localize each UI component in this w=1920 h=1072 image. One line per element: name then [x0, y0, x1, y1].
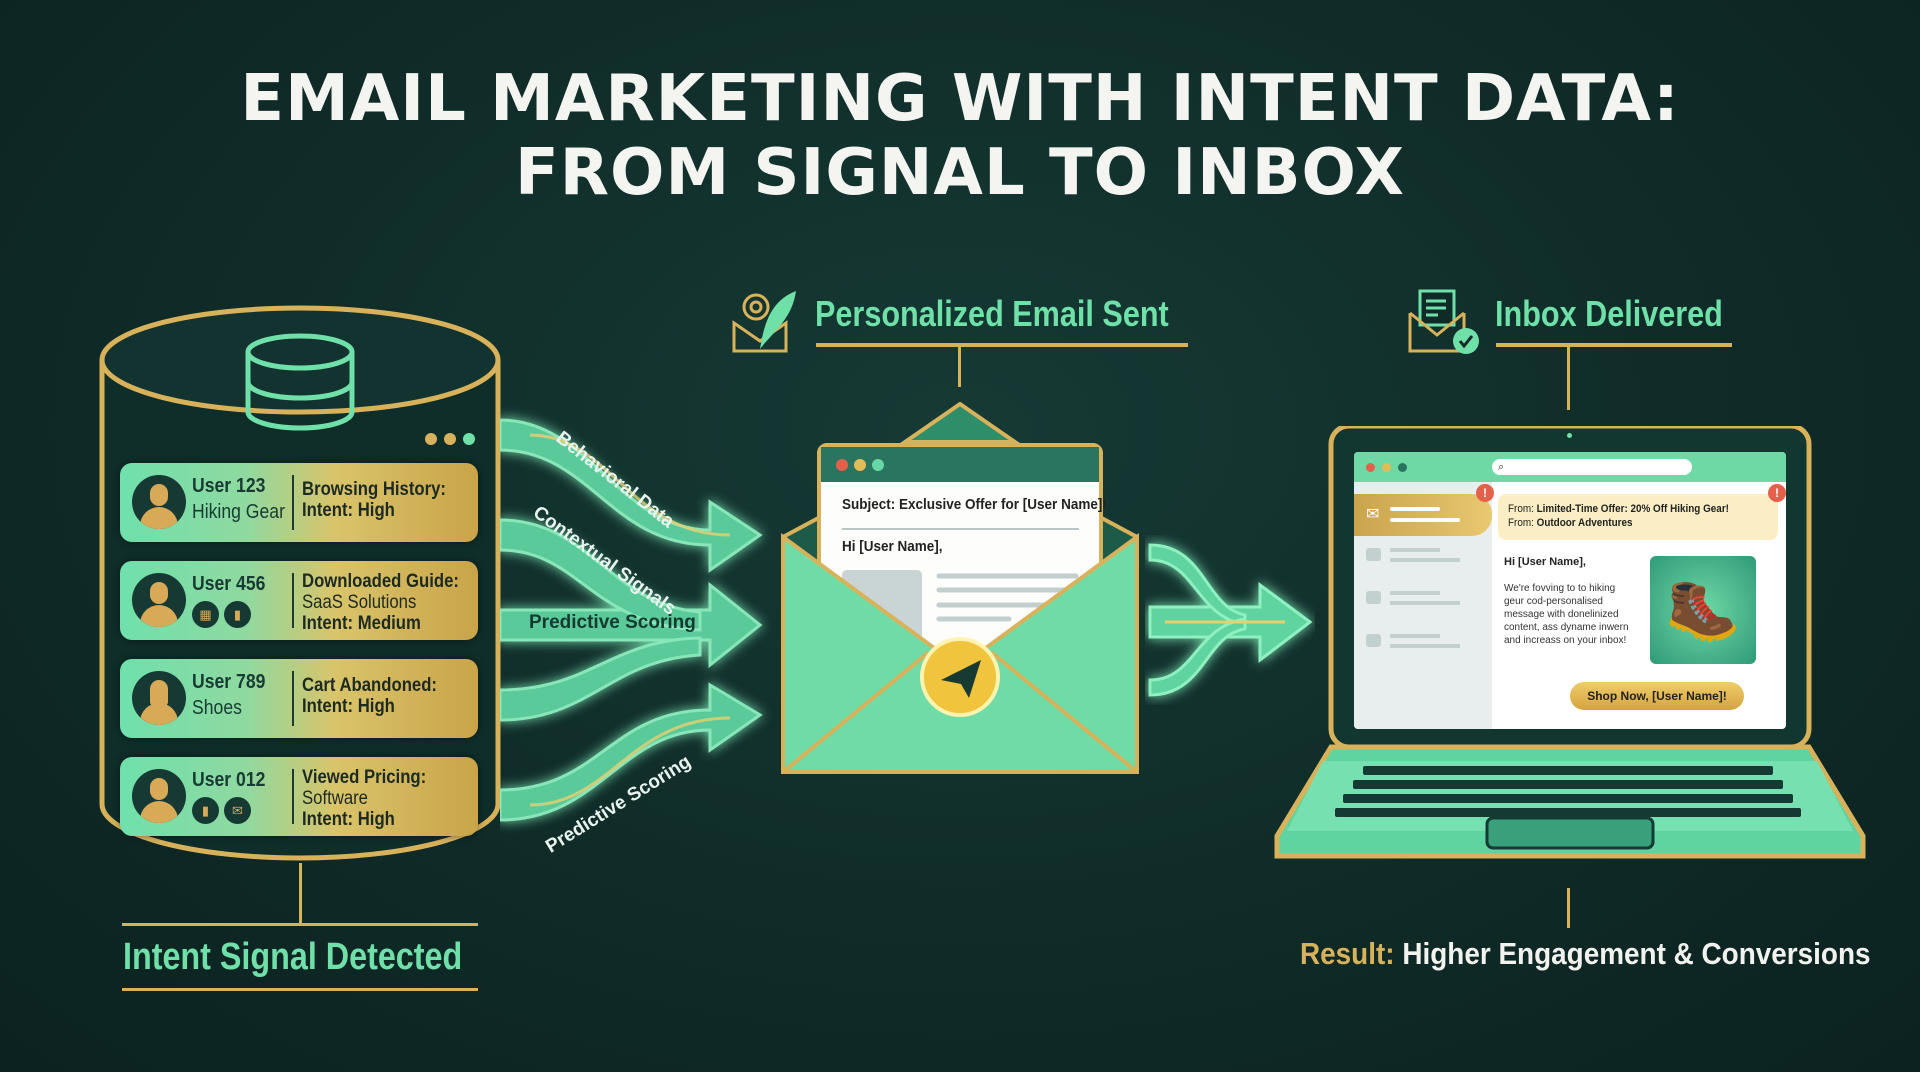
user-interest: Shoes: [192, 697, 242, 719]
user-name: User 789: [192, 671, 266, 693]
arrow-predictive-lower: [500, 682, 763, 822]
connector-line: [958, 345, 961, 387]
bar-chart-icon: ▮: [224, 601, 251, 628]
connector-line: [299, 863, 302, 924]
open-envelope: [781, 402, 1139, 774]
title-line-2: FROM SIGNAL TO INBOX: [515, 136, 1405, 210]
database-icon: [245, 333, 355, 431]
intent-level: Intent: High: [302, 696, 395, 717]
user-row-123[interactable]: User 123 Hiking Gear Browsing History:In…: [120, 463, 478, 542]
email-body: We're fovving to to hiking geur cod-pers…: [1504, 583, 1629, 646]
connector-line: [1567, 888, 1570, 928]
email-sender: Outdoor Adventures: [1536, 517, 1633, 529]
intent-signal-label: Intent Signal Detected: [123, 936, 463, 978]
result-label: Result:: [1300, 936, 1395, 971]
user-avatar-icon: [132, 671, 186, 725]
user-avatar-icon: [132, 573, 186, 627]
intent-level: Intent: High: [302, 500, 395, 521]
page-title: EMAIL MARKETING WITH INTENT DATA: FROM S…: [0, 62, 1920, 210]
envelope-check-icon: [1408, 289, 1479, 354]
label-rule-bottom: [122, 988, 478, 991]
arrow-behavioral: [500, 418, 763, 573]
user-name: User 012: [192, 769, 266, 791]
signal-type: Downloaded Guide:: [302, 571, 459, 592]
signal-flow-arrows: [500, 418, 763, 822]
inbox-item[interactable]: [1354, 622, 1492, 665]
mail-icon: ✉: [1366, 506, 1380, 523]
email-header-card: From: Limited-Time Offer: 20% Off Hiking…: [1498, 484, 1786, 540]
arrow-lower: [500, 636, 702, 722]
email-client-window: ⌕ ✉ ! From: Limited-Time Offer: 20% Off …: [1354, 452, 1786, 729]
divider: [292, 671, 294, 726]
search-icon: ⌕: [1498, 461, 1505, 473]
signal-detail: SaaS Solutions: [302, 592, 417, 613]
inbox-item[interactable]: [1354, 579, 1492, 622]
header-rule: [816, 343, 1188, 347]
user-name: User 123: [192, 475, 266, 497]
signal-type: Cart Abandoned:: [302, 675, 437, 696]
signal-detail: Software: [302, 788, 368, 809]
from-label: From:: [1508, 517, 1534, 529]
from-label: From:: [1508, 503, 1534, 515]
envelope-chart-icon: ✉: [224, 797, 251, 824]
result-text: Higher Engagement & Conversions: [1402, 936, 1871, 971]
inbox-sidebar: ✉ !: [1354, 482, 1494, 729]
user-row-789[interactable]: User 789 Shoes Cart Abandoned:Intent: Hi…: [120, 659, 478, 738]
intent-level: Intent: High: [302, 809, 395, 830]
browser-toolbar: ⌕: [1354, 452, 1786, 482]
email-subject: Subject: Exclusive Offer for [User Name]…: [842, 496, 1107, 513]
bar-chart-icon: ▮: [192, 797, 219, 824]
email-subject: Limited-Time Offer: 20% Off Hiking Gear!: [1536, 503, 1729, 515]
hiking-boots-image: 🥾: [1650, 556, 1756, 664]
divider: [292, 573, 294, 628]
connector-line: [1567, 345, 1570, 410]
inbox-item[interactable]: [1354, 536, 1492, 579]
webcam-dot: [1567, 433, 1572, 438]
delivery-arrow: [1148, 543, 1313, 697]
personalized-email-header: Personalized Email Sent: [815, 293, 1169, 334]
email-greeting: Hi [User Name],: [842, 538, 943, 555]
email-greeting: Hi [User Name],: [1504, 556, 1586, 568]
inbox-item-selected[interactable]: ✉ !: [1354, 484, 1494, 536]
user-avatar-icon: [132, 475, 186, 529]
title-line-1: EMAIL MARKETING WITH INTENT DATA:: [240, 62, 1680, 136]
signal-type: Browsing History:: [302, 479, 446, 500]
result-statement: Result: Higher Engagement & Conversions: [1300, 936, 1871, 972]
header-rule: [1496, 343, 1732, 347]
label-rule-top: [122, 923, 478, 926]
divider: [292, 475, 294, 530]
signal-type: Viewed Pricing:: [302, 767, 427, 788]
inbox-delivered-header: Inbox Delivered: [1495, 293, 1723, 334]
user-interest: Hiking Gear: [192, 501, 285, 523]
shop-now-button[interactable]: Shop Now, [User Name]!: [1570, 682, 1744, 710]
search-input[interactable]: ⌕: [1492, 459, 1692, 475]
alert-icon: !: [1768, 484, 1786, 502]
divider: [292, 769, 294, 824]
arrow-predictive-main: [500, 581, 763, 669]
alert-icon: !: [1476, 484, 1494, 502]
arrow-contextual: [500, 518, 702, 632]
user-name: User 456: [192, 573, 266, 595]
user-row-456[interactable]: User 456 ▦ ▮ Downloaded Guide:SaaS Solut…: [120, 561, 478, 640]
gear-quill-envelope-icon: [732, 291, 796, 353]
calendar-icon: ▦: [192, 601, 219, 628]
user-avatar-icon: [132, 769, 186, 823]
intent-level: Intent: Medium: [302, 613, 421, 634]
predictive-scoring-label: Predictive Scoring: [529, 612, 696, 633]
